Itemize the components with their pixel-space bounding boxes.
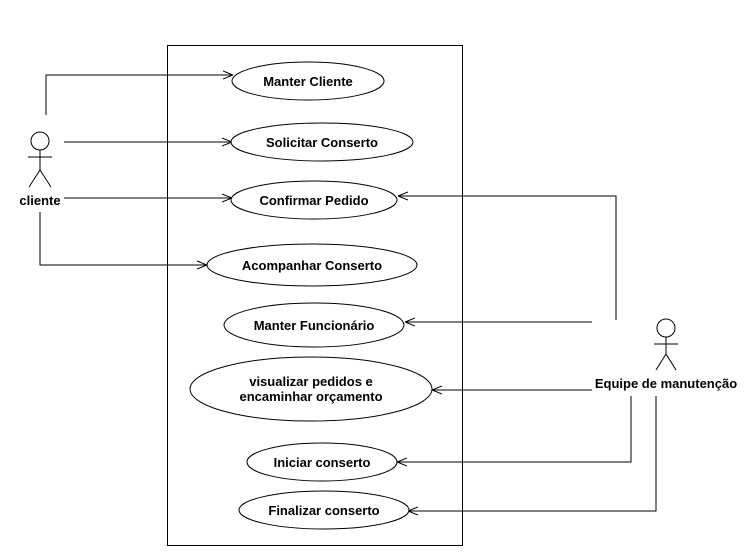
use-case-label: Manter Funcionário — [254, 318, 375, 333]
actor-label: cliente — [19, 193, 60, 208]
use-case-label-line1: visualizar pedidos e — [249, 374, 373, 389]
association-equipe-iniciar-conserto — [397, 396, 632, 462]
stick-figure-icon — [654, 318, 678, 371]
actor-equipe-de-manutencao[interactable]: Equipe de manutenção — [595, 318, 737, 391]
system-boundary — [167, 45, 463, 546]
use-case-iniciar-conserto[interactable]: Iniciar conserto — [246, 442, 398, 482]
use-case-label: Acompanhar Conserto — [242, 258, 382, 273]
association-cliente-acompanhar-conserto — [39, 212, 207, 265]
use-case-finalizar-conserto[interactable]: Finalizar conserto — [238, 490, 410, 530]
association-equipe-finalizar-conserto — [408, 396, 657, 511]
use-case-solicitar-conserto[interactable]: Solicitar Conserto — [230, 122, 414, 162]
actor-cliente[interactable]: cliente — [19, 131, 61, 208]
association-cliente-manter-cliente — [45, 75, 233, 115]
use-case-confirmar-pedido[interactable]: Confirmar Pedido — [230, 180, 398, 220]
use-case-label: Finalizar conserto — [268, 503, 379, 518]
use-case-label-line2: encaminhar orçamento — [239, 389, 382, 404]
use-case-label: Iniciar conserto — [274, 455, 371, 470]
association-equipe-confirmar-pedido — [398, 196, 617, 320]
use-case-label: Confirmar Pedido — [259, 193, 368, 208]
use-case-label: Solicitar Conserto — [266, 135, 378, 150]
use-case-acompanhar-conserto[interactable]: Acompanhar Conserto — [206, 243, 418, 287]
actor-label: Equipe de manutenção — [595, 376, 737, 391]
use-case-manter-cliente[interactable]: Manter Cliente — [231, 61, 385, 101]
use-case-label: Manter Cliente — [263, 74, 353, 89]
use-case-manter-funcionario[interactable]: Manter Funcionário — [223, 302, 405, 348]
use-case-visualizar-pedidos[interactable]: visualizar pedidos e encaminhar orçament… — [189, 356, 433, 422]
stick-figure-icon — [28, 131, 52, 188]
